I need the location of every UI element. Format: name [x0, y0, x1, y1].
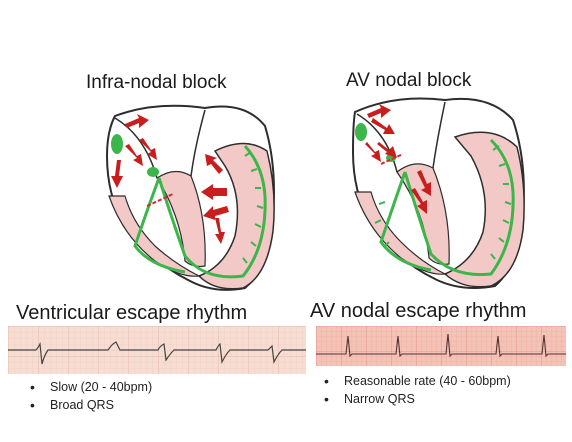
- depolarization-arrows: [111, 114, 229, 244]
- sa-node: [355, 123, 367, 141]
- ventricular-escape-rhythm-title: Ventricular escape rhythm: [16, 302, 248, 324]
- ecg-trace-broad-qrs: [8, 341, 306, 365]
- bullet-rate: Slow (20 - 40bpm): [28, 378, 152, 396]
- bundle-branches: [133, 144, 267, 279]
- purkinje-fibers: [242, 151, 264, 264]
- ecg-strip-ventricular-escape: [8, 326, 306, 374]
- bullet-qrs: Broad QRS: [28, 396, 152, 414]
- bundle-branches: [379, 138, 515, 277]
- ecg-strip-av-nodal-escape: [316, 326, 566, 366]
- av-nodal-block-title: AV nodal block: [346, 70, 472, 91]
- block-mark: [380, 153, 404, 165]
- ecg-trace-narrow-qrs: [316, 333, 566, 358]
- bullet-qrs: Narrow QRS: [322, 390, 511, 408]
- depolarization-arrows: [365, 104, 431, 214]
- heart-diagram-infra-nodal: [105, 104, 275, 291]
- purkinje-fibers: [374, 145, 512, 260]
- bullet-rate: Reasonable rate (40 - 60bpm): [322, 372, 511, 390]
- heart-diagram-av-nodal: [351, 97, 525, 289]
- infra-nodal-block-title: Infra-nodal block: [86, 72, 227, 93]
- sa-node: [111, 134, 123, 154]
- av-nodal-escape-bullets: Reasonable rate (40 - 60bpm) Narrow QRS: [322, 372, 511, 408]
- av-node: [147, 167, 159, 177]
- block-mark: [146, 193, 174, 207]
- av-nodal-escape-rhythm-title: AV nodal escape rhythm: [310, 300, 527, 322]
- ventricular-escape-bullets: Slow (20 - 40bpm) Broad QRS: [28, 378, 152, 414]
